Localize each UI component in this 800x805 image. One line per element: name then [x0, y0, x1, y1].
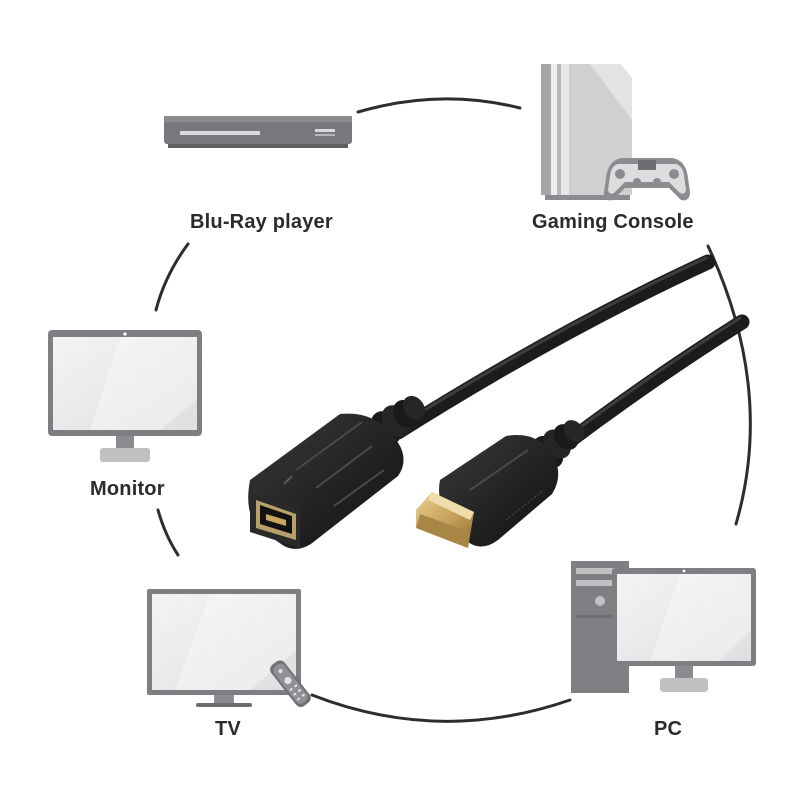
arc-bluray-gaming	[356, 97, 522, 114]
arc-monitor-tv	[156, 508, 180, 557]
game-controller-icon	[604, 158, 690, 201]
monitor-label: Monitor	[90, 478, 165, 500]
hdmi-female-connector	[248, 395, 426, 549]
arc-tv-pc	[310, 693, 572, 723]
tv-icon	[147, 589, 311, 707]
pc-label: PC	[654, 718, 683, 740]
gaming-console-label: Gaming Console	[532, 211, 694, 233]
pc-icon	[571, 561, 756, 693]
cable-strand-female	[390, 254, 716, 440]
hdmi-male-connector	[416, 420, 585, 548]
hdmi-extension-cable-icon	[248, 254, 750, 549]
monitor-icon	[48, 330, 202, 462]
blu-ray-player-icon	[164, 116, 352, 148]
arc-bluray-monitor	[154, 242, 190, 312]
gaming-console-icon	[541, 64, 690, 201]
connector-arcs	[154, 97, 752, 723]
tv-label: TV	[215, 718, 241, 740]
blu-ray-player-label: Blu-Ray player	[190, 211, 333, 233]
remote-control-icon	[270, 660, 311, 707]
pc-monitor-icon	[612, 568, 756, 692]
arc-gaming-pc	[706, 244, 752, 526]
cable-strand-male	[552, 314, 750, 456]
